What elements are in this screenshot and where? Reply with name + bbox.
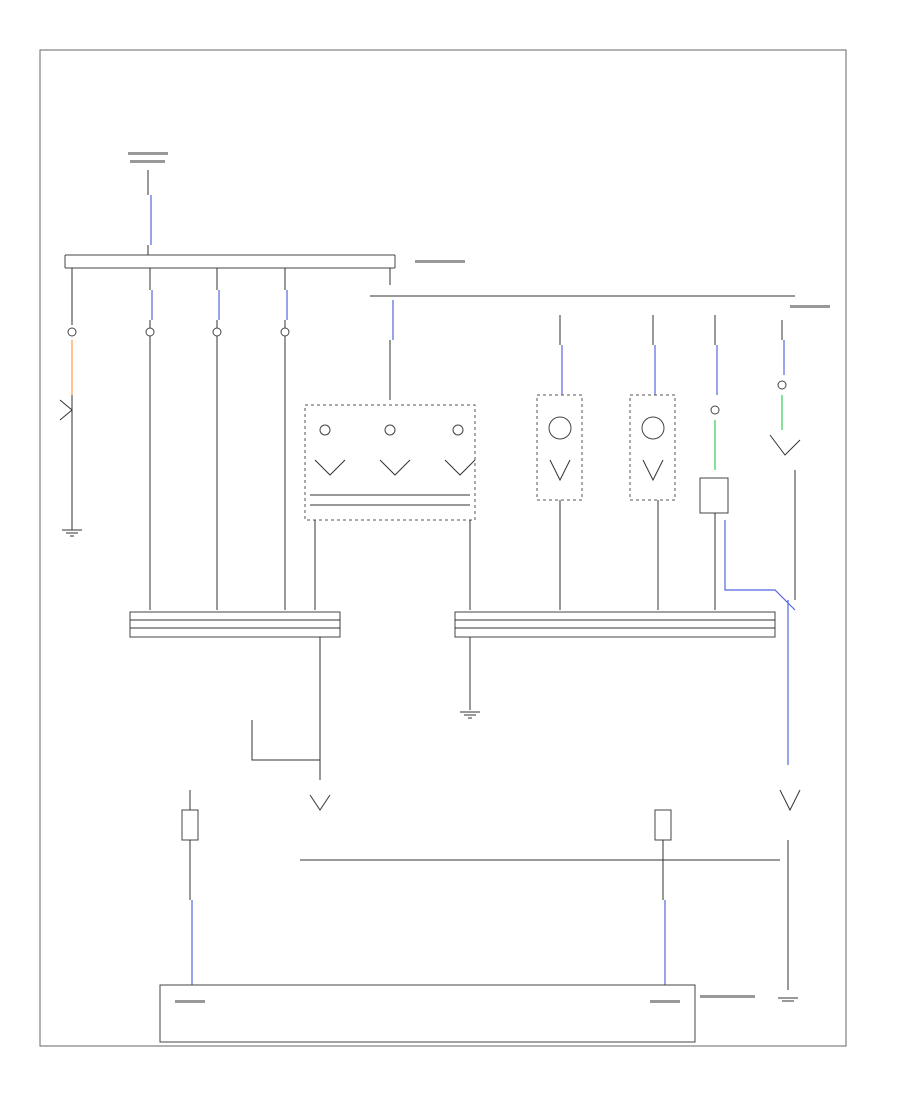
left-drop-wires <box>71 268 288 610</box>
door-switches <box>536 315 801 611</box>
label-marks <box>128 152 830 1003</box>
relay-section <box>181 600 801 1002</box>
diagram-frame <box>39 49 847 1047</box>
right-branch <box>370 268 795 400</box>
courtesy-lamp-module <box>304 404 476 610</box>
top-fuse-feed <box>147 170 152 255</box>
right-connector-bar <box>454 611 776 638</box>
left-ground <box>62 510 82 537</box>
splice-bus <box>64 254 396 269</box>
left-lamps <box>59 327 290 421</box>
left-connector-bar <box>129 611 341 638</box>
bottom-module <box>159 984 696 1043</box>
center-ground <box>460 637 480 719</box>
